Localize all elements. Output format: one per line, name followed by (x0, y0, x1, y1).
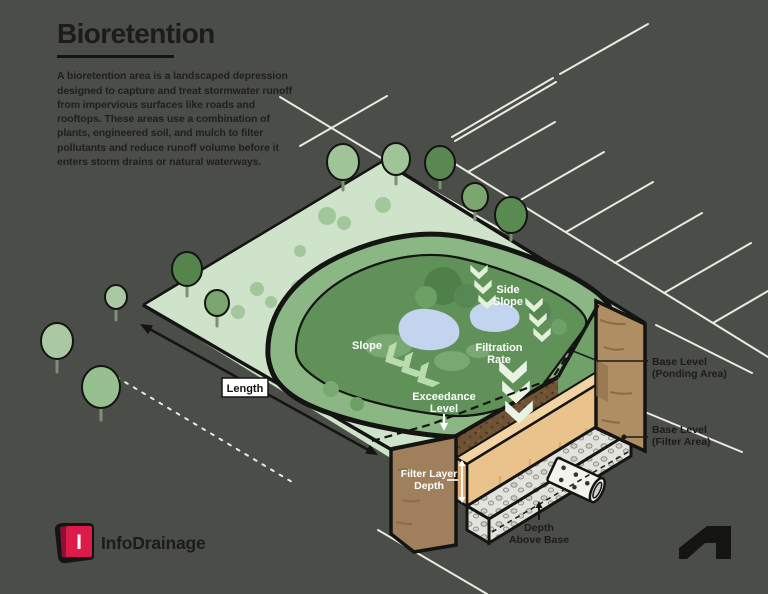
title-underline (57, 55, 174, 59)
label-base-level-ponding-2: (Ponding Area) (652, 368, 727, 380)
pond (398, 308, 460, 351)
title-block: Bioretention A bioretention area is a la… (57, 18, 297, 169)
pond-small (469, 301, 520, 332)
label-base-level-ponding: Base Level (652, 356, 707, 368)
soil-wall-right (594, 298, 647, 454)
page-title: Bioretention (57, 18, 215, 49)
autodesk-logo-icon (679, 526, 731, 559)
label-side-slope-2: Slope (493, 296, 523, 308)
label-base-level-filter: Base Level (652, 424, 707, 436)
soil-wall-left (389, 433, 458, 554)
filter-depth-dimension (447, 460, 466, 503)
label-filtration-rate: Filtration (475, 342, 522, 354)
trees (40, 142, 528, 422)
level-dashed-lines (371, 313, 629, 533)
label-slope: Slope (352, 340, 382, 352)
label-filter-layer-depth-2: Depth (414, 480, 444, 492)
label-base-level-filter-2: (Filter Area) (652, 436, 711, 448)
infodrainage-icon-letter: I (76, 531, 82, 554)
basin-vegetation (323, 267, 567, 411)
label-filtration-rate-2: Rate (487, 354, 511, 366)
infodrainage-cube-icon: I (54, 523, 94, 564)
cutaway-section (389, 298, 647, 554)
exceedance-arrow (440, 414, 448, 431)
label-side-slope: Side (496, 284, 519, 296)
perforated-pipe-icon (546, 456, 606, 504)
label-depth-above-base-2: Above Base (509, 534, 569, 546)
depth-above-base-arrow (535, 501, 543, 520)
label-exceedance-level: Exceedance (412, 391, 476, 403)
parking-lot-markings (107, 23, 768, 594)
label-exceedance-level-2: Level (430, 403, 458, 415)
base-level-leaders (572, 350, 648, 440)
label-length: Length (227, 383, 264, 395)
label-filter-layer-depth: Filter Layer (401, 468, 458, 480)
intro-paragraph: A bioretention area is a landscaped depr… (57, 70, 293, 168)
infodrainage-logo: I InfoDrainage (54, 523, 206, 564)
label-depth-above-base: Depth (524, 522, 554, 534)
length-dimension: Length (140, 324, 378, 455)
infodrainage-wordmark: InfoDrainage (101, 533, 206, 553)
